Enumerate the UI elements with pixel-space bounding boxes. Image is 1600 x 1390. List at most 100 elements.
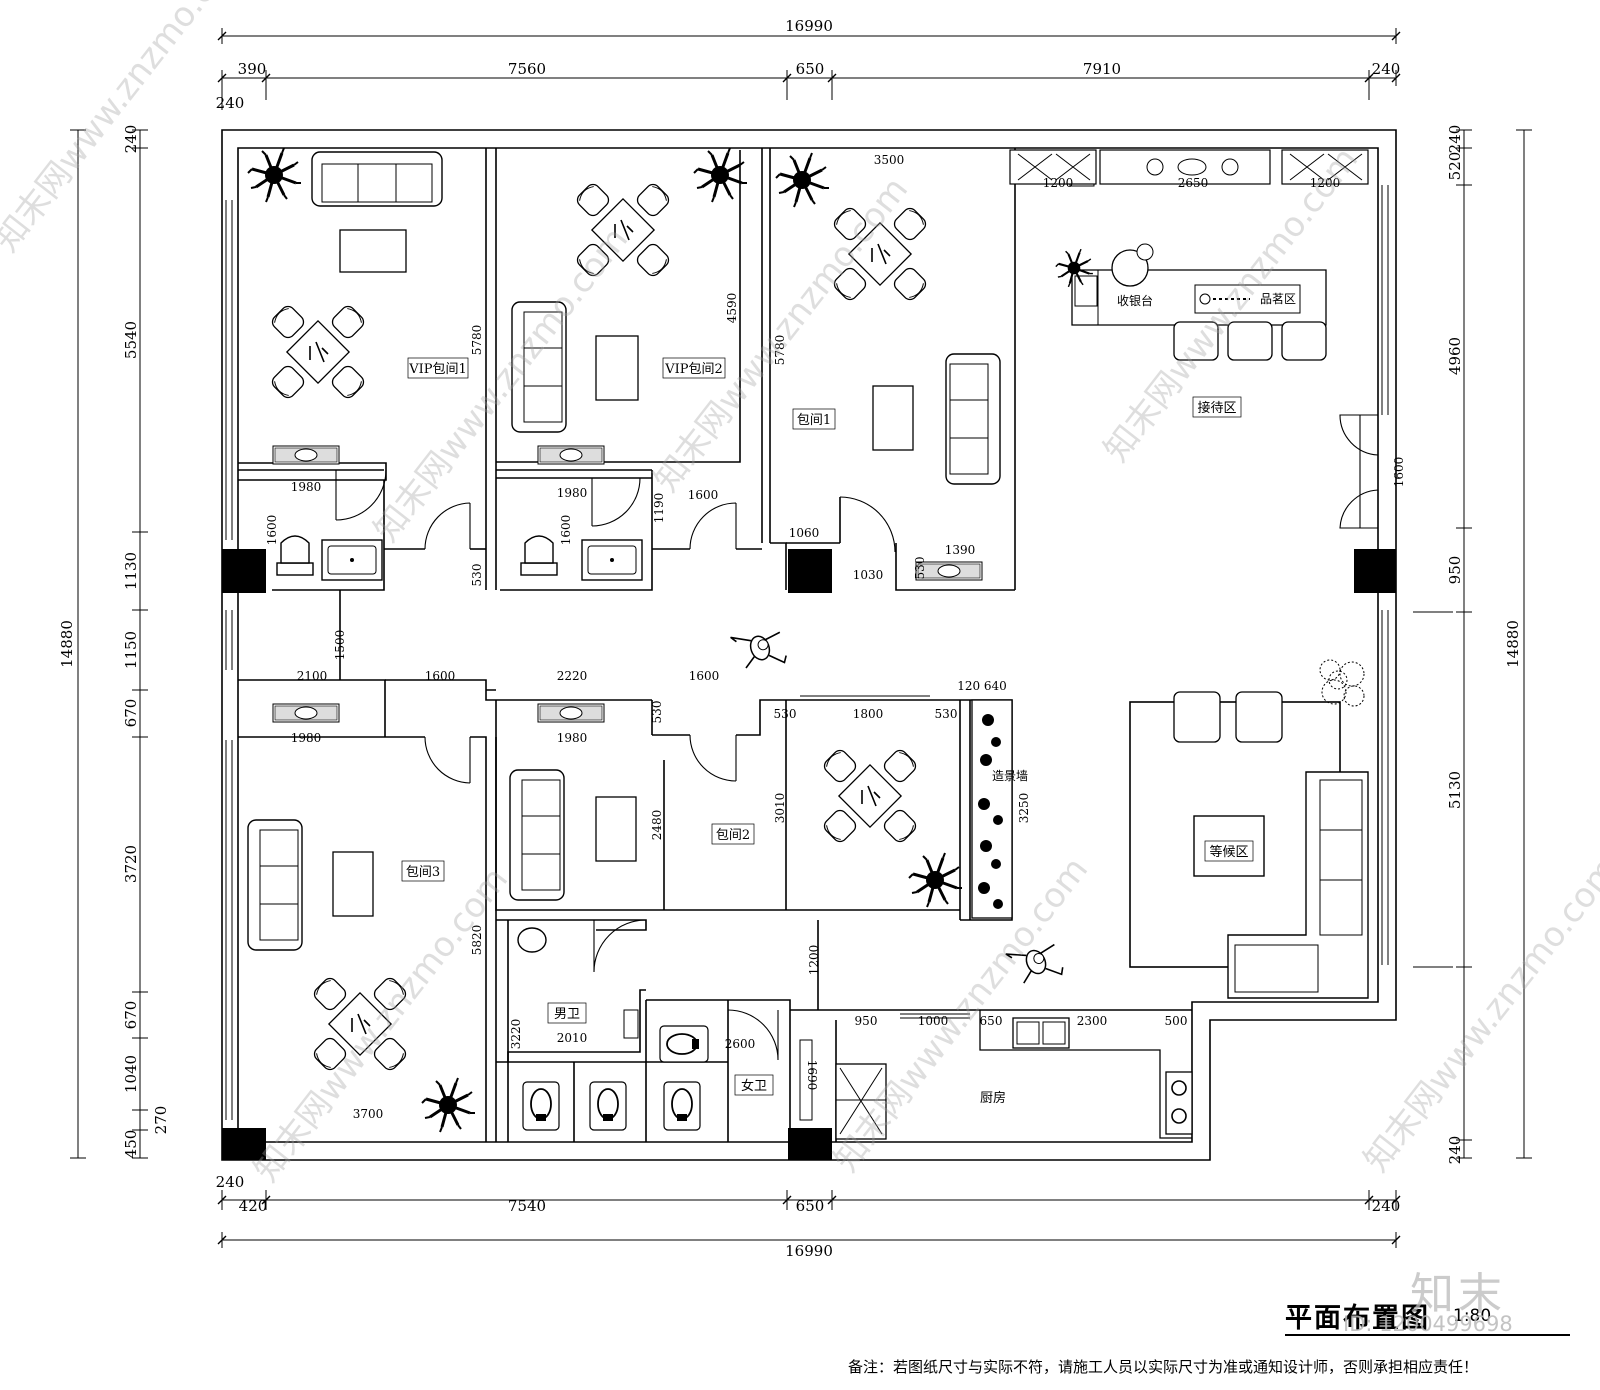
dim-inner: 500 (1165, 1014, 1188, 1028)
dim-right-total: 14880 (1504, 620, 1522, 668)
dim-left-8: 1040 (122, 1055, 140, 1093)
dim-inner: 1980 (557, 486, 588, 500)
dim-inner: 1060 (789, 526, 820, 540)
dim-left-3: 1130 (122, 552, 140, 590)
room-label-feature-wall: 造景墙 (992, 769, 1028, 783)
dim-inner: 1030 (853, 568, 884, 582)
dim-right-3: 4960 (1446, 337, 1464, 375)
dim-inner: 5780 (470, 325, 484, 356)
dim-inner: 1190 (652, 493, 666, 524)
dim-inner: 1980 (291, 480, 322, 494)
dim-left-total: 14880 (58, 620, 76, 668)
room-label-waiting: 等候区 (1209, 844, 1248, 860)
dim-inner: 1600 (1392, 457, 1406, 488)
dim-inner: 5820 (470, 925, 484, 956)
dim-left-1: 240 (122, 125, 140, 154)
dim-inner: 2650 (1178, 176, 1209, 190)
dim-bottom-2: 7540 (508, 1197, 546, 1215)
dim-bottom-total: 16990 (785, 1242, 833, 1260)
dim-right-4: 950 (1446, 556, 1464, 585)
dim-inner: 1980 (557, 731, 588, 745)
dim-inner: 3500 (874, 153, 905, 167)
columns (222, 549, 1396, 1160)
room-label-room1: 包间1 (797, 413, 831, 428)
dim-inner: 1200 (1310, 176, 1341, 190)
dim-inner: 1600 (689, 669, 720, 683)
dim-inner: 1600 (559, 515, 573, 546)
drawing-scale: 1:80 (1453, 1306, 1492, 1326)
dim-inner: 2300 (1077, 1014, 1108, 1028)
dim-inner: 1980 (291, 731, 322, 745)
dim-inner: 530 (935, 707, 958, 721)
dim-inner: 530 (470, 564, 484, 587)
dim-inner: 4590 (725, 293, 739, 324)
room-label-vip2: VIP包间2 (664, 362, 723, 377)
dim-inner: 1200 (1043, 176, 1074, 190)
dim-bottom-1: 420 (239, 1197, 268, 1215)
doors (335, 414, 1379, 1061)
dim-inner: 1000 (918, 1014, 949, 1028)
room-label-men-wc: 男卫 (554, 1007, 580, 1022)
dim-top-total: 16990 (785, 17, 833, 35)
room-label-reception: 接待区 (1197, 400, 1236, 416)
dim-inner: 2010 (557, 1031, 588, 1045)
drawing-title: 平面布置图 (1285, 1303, 1430, 1334)
room-labels: VIP包间1 VIP包间2 包间1 接待区 收银台 品茗区 等候区 包间2 包间… (401, 292, 1296, 1106)
dim-inner: 3220 (509, 1019, 523, 1050)
dim-inner: 1600 (688, 488, 719, 502)
dim-inner: 3010 (773, 793, 787, 824)
dim-inner: 1600 (425, 669, 456, 683)
dim-inner: 530 (650, 701, 664, 724)
dim-left-2: 5540 (122, 321, 140, 359)
dim-bottom-4: 240 (1372, 1197, 1401, 1215)
plants (246, 146, 1365, 1134)
dim-right-1: 240 (1446, 125, 1464, 154)
room-label-tea: 品茗区 (1260, 292, 1296, 306)
dim-bottom-5: 240 (216, 1173, 245, 1191)
dim-inner: 5780 (773, 335, 787, 366)
watermark-logo: 知末 (1410, 1269, 1506, 1320)
dimension-ticks (217, 31, 1401, 1245)
dim-bottom-3: 650 (796, 1197, 825, 1215)
dim-top-6: 240 (216, 94, 245, 112)
dim-right-2: 520 (1446, 152, 1464, 181)
dim-inner: 650 (980, 1014, 1003, 1028)
room-label-vip1: VIP包间1 (408, 362, 467, 377)
inner-dimensions: 1200 2650 1200 3500 5780 4590 5780 1600 … (265, 153, 1406, 1121)
dim-left-10: 450 (122, 1130, 140, 1159)
dim-top-1: 390 (238, 60, 267, 78)
dim-inner: 950 (855, 1014, 878, 1028)
dim-left-4: 1150 (122, 631, 140, 669)
dim-right-5: 5130 (1446, 771, 1464, 809)
windows (225, 185, 1389, 1120)
dim-inner: 120 640 (957, 679, 1007, 693)
dim-top-3: 650 (796, 60, 825, 78)
dim-inner: 2600 (725, 1037, 756, 1051)
dim-left-6: 3720 (122, 845, 140, 883)
furniture (247, 149, 1369, 1140)
dim-inner: 2100 (297, 669, 328, 683)
room-label-cashier: 收银台 (1117, 293, 1153, 308)
dim-inner: 3250 (1017, 793, 1031, 824)
room-label-women-wc: 女卫 (741, 1078, 767, 1094)
dim-inner: 1200 (807, 945, 821, 976)
room-label-room3: 包间3 (406, 865, 440, 880)
dim-inner: 2480 (650, 810, 664, 841)
dim-left-5: 670 (122, 699, 140, 728)
room-label-room2: 包间2 (716, 828, 750, 843)
dim-top-2: 7560 (508, 60, 546, 78)
dim-inner: 2220 (557, 669, 588, 683)
room-label-kitchen: 厨房 (980, 1090, 1006, 1106)
dim-right-6: 240 (1446, 1136, 1464, 1165)
dim-inner: 3700 (353, 1107, 384, 1121)
dim-left-9: 270 (152, 1106, 170, 1135)
drawing-note: 备注：若图纸尺寸与实际不符，请施工人员以实际尺寸为准或通知设计师，否则承担相应责… (848, 1358, 1479, 1376)
dim-top-4: 7910 (1083, 60, 1121, 78)
dim-inner: 1800 (853, 707, 884, 721)
dim-left-7: 670 (122, 1001, 140, 1030)
dim-inner: 530 (774, 707, 797, 721)
dim-inner: 1500 (333, 630, 347, 661)
dim-inner: 1390 (945, 543, 976, 557)
title-underline (1285, 1334, 1570, 1336)
